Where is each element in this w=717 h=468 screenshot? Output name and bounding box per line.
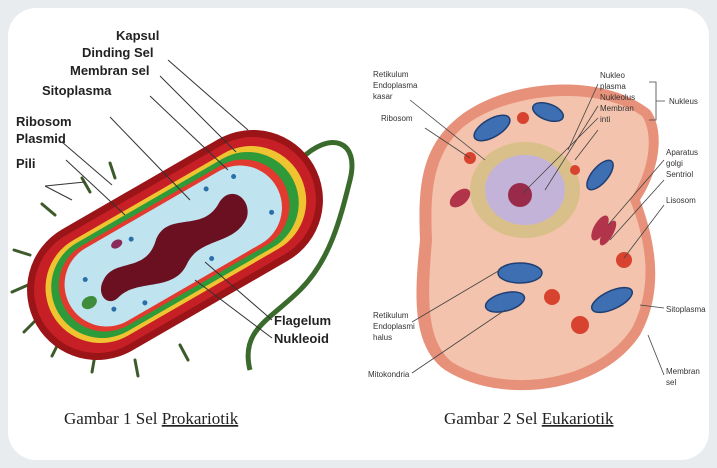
label-nukleus: Nukleus [669, 97, 698, 106]
eukaryotic-cell: Retikulum Endoplasma kasar Ribosom Nukle… [368, 70, 706, 428]
label-plasmid: Plasmid [16, 131, 66, 146]
label-kapsul: Kapsul [116, 28, 159, 43]
label-aparatus-1: Aparatus [666, 148, 698, 157]
cytoplasm-euk [429, 96, 649, 380]
label-sentriol: Sentriol [666, 170, 693, 179]
label-sitoplasma: Sitoplasma [42, 83, 112, 98]
label-ribosom-euk: Ribosom [381, 114, 413, 123]
caption-eukaryote-underlined: Eukariotik [542, 409, 614, 428]
label-retikulum-halus-1: Retikulum [373, 311, 409, 320]
label-membran-inti-1: Membran [600, 104, 634, 113]
label-retikulum-halus-2: Endoplasmi [373, 322, 415, 331]
label-nukleoplasma-2: plasma [600, 82, 626, 91]
label-pili: Pili [16, 156, 36, 171]
nucleolus [508, 183, 532, 207]
caption-eukaryote: Gambar 2 Sel Eukariotik [444, 409, 614, 428]
label-membran-sel-1: Membran [666, 367, 700, 376]
diagram-card: Kapsul Dinding Sel Membran sel Sitoplasm… [8, 8, 709, 460]
label-mitokondria: Mitokondria [368, 370, 410, 379]
label-membran-sel-2: sel [666, 378, 676, 387]
label-retikulum-halus-3: halus [373, 333, 392, 342]
prokaryotic-cell: Kapsul Dinding Sel Membran sel Sitoplasm… [8, 28, 352, 428]
label-membran-sel: Membran sel [70, 63, 149, 78]
label-flagelum: Flagelum [274, 313, 331, 328]
caption-prokaryote-prefix: Gambar 1 Sel [64, 409, 162, 428]
label-dinding-sel: Dinding Sel [82, 45, 154, 60]
label-nukleoid: Nukleoid [274, 331, 329, 346]
label-membran-inti-2: inti [600, 115, 610, 124]
label-aparatus-2: golgi [666, 159, 683, 168]
label-ribosom: Ribosom [16, 114, 72, 129]
label-lisosom: Lisosom [666, 196, 696, 205]
caption-prokaryote-underlined: Prokariotik [162, 409, 239, 428]
label-sitoplasma-euk: Sitoplasma [666, 305, 706, 314]
label-retikulum-kasar-1: Retikulum [373, 70, 409, 79]
caption-eukaryote-prefix: Gambar 2 Sel [444, 409, 542, 428]
label-nukleolus: Nukleolus [600, 93, 635, 102]
cell-diagram: Kapsul Dinding Sel Membran sel Sitoplasm… [8, 8, 709, 460]
label-retikulum-kasar-2: Endoplasma [373, 81, 418, 90]
caption-prokaryote: Gambar 1 Sel Prokariotik [64, 409, 239, 428]
label-retikulum-kasar-3: kasar [373, 92, 393, 101]
label-nukleoplasma-1: Nukleo [600, 71, 625, 80]
